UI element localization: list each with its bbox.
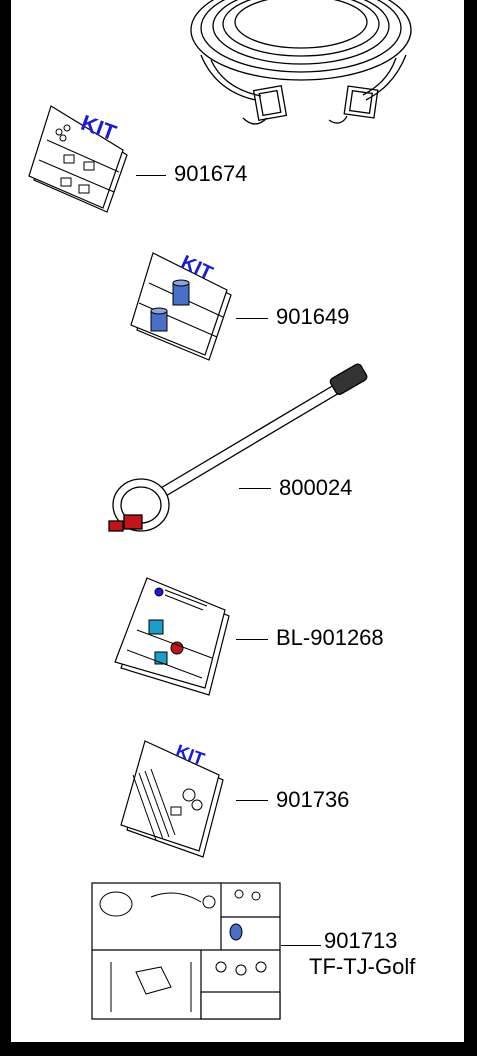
power-cable-illustration (190, 0, 412, 125)
part-number-label: BL-901268 (276, 625, 384, 650)
kit-text-graphic: KIT (78, 110, 120, 146)
leader-line (239, 488, 271, 489)
parts-panel: KIT 901674 KIT 901649 80 (9, 0, 466, 1044)
part-number-label: 901674 (174, 161, 248, 186)
leader-line (236, 318, 268, 319)
part-number-label: 800024 (279, 475, 353, 500)
part-number-label: 901649 (276, 304, 350, 329)
assembly-drawing-illustration (91, 882, 281, 1020)
part-number-label: 901736 (276, 787, 350, 812)
kit-text: KIT (177, 251, 215, 285)
kit-name-label: TF-TJ-Golf (309, 954, 416, 979)
part-number-label: 901713 (324, 928, 398, 953)
leader-line (281, 945, 321, 946)
kit-text: KIT (78, 110, 120, 146)
kit-bag-illustration (28, 105, 128, 213)
leader-line (236, 639, 268, 640)
kit-bag-illustration (120, 740, 224, 858)
kit-text-graphic: KIT (173, 741, 207, 770)
wand-assembly-illustration (108, 363, 368, 532)
leader-line (236, 800, 268, 801)
kit-text: KIT (173, 741, 207, 770)
leader-line (136, 175, 166, 176)
installation-booklet-illustration (114, 577, 230, 696)
kit-text-graphic: KIT (177, 251, 215, 285)
kit-bag-illustration (130, 252, 232, 361)
